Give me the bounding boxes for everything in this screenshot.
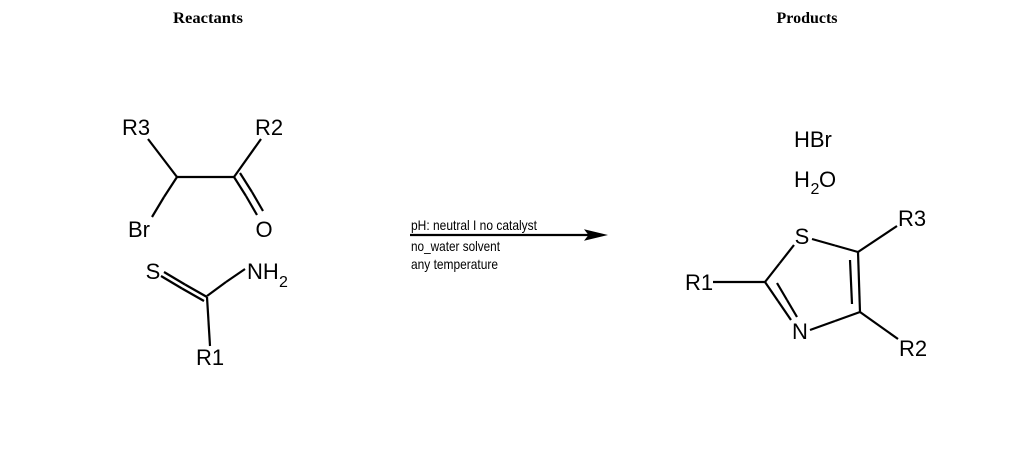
label-water-o: O — [819, 167, 836, 192]
bond-c4-c5-double-line2 — [848, 259, 854, 305]
bond-s-c5-carbon-half — [834, 244, 859, 254]
condition-solvent: no_water solvent — [411, 238, 500, 254]
bond-c-s-double-line1-carbon-half — [184, 283, 208, 298]
product-thiazole: S N R1 R3 R2 — [685, 206, 927, 361]
bond-c2-n-double-line2-nitrogen-half — [786, 299, 798, 318]
label-r2: R2 — [255, 115, 283, 140]
label-r1: R1 — [196, 345, 224, 370]
bond-carbon-br-bromine-half — [151, 196, 165, 218]
bond-c-s-double-line2-sulfur-half — [160, 275, 183, 290]
product-byproducts: HBr H 2 O — [794, 127, 836, 198]
bond-c-o-double-line1-oxygen-half — [245, 195, 258, 216]
label-oxygen: O — [255, 217, 272, 242]
bond-c4-r2 — [859, 311, 899, 340]
reaction-arrow: pH: neutral I no catalyst no_water solve… — [410, 217, 608, 272]
condition-ph: pH: neutral I no catalyst — [411, 217, 537, 233]
bond-r2-carbonyl — [233, 138, 262, 178]
bond-c-r1 — [205, 296, 212, 347]
bond-c2-n-double-line2-carbon-half — [776, 282, 788, 301]
reactant-bromoketone: R3 R2 Br O — [122, 115, 283, 242]
bond-c-s-double-line1-sulfur-half — [163, 271, 186, 286]
bond-c-o-double-line1-carbon-half — [233, 176, 247, 197]
label-ring-r3: R3 — [898, 206, 926, 231]
bond-s-c5-sulfur-half — [811, 237, 836, 247]
label-ring-nitrogen: N — [792, 319, 808, 344]
label-water-h: H — [794, 167, 810, 192]
reactants-header: Reactants — [173, 10, 243, 27]
label-nh-subscript: 2 — [279, 274, 288, 291]
reactant-thioamide: S NH 2 R1 — [146, 259, 288, 370]
bond-c-o-double-line2-oxygen-half — [251, 191, 264, 212]
bond-c2-n-double-line1-nitrogen-half — [777, 300, 792, 321]
condition-temperature: any temperature — [411, 256, 498, 272]
label-nh: NH — [247, 259, 279, 284]
label-ring-sulfur: S — [795, 224, 810, 249]
label-ring-r1: R1 — [685, 270, 713, 295]
bond-s-c2-sulfur-half — [778, 244, 795, 265]
bond-c-n-carbon-half — [206, 281, 227, 297]
bond-r3-carbon — [147, 138, 178, 178]
products-header: Products — [777, 10, 838, 27]
label-water-subscript: 2 — [811, 181, 820, 198]
label-sulfur: S — [146, 259, 161, 284]
arrow-head — [584, 229, 608, 241]
label-bromine: Br — [128, 217, 150, 242]
bond-s-c2-carbon-half — [764, 262, 781, 283]
bond-c-o-double-line2-carbon-half — [239, 172, 253, 193]
label-ring-r2: R2 — [899, 336, 927, 361]
bond-c2-n-double-line1-carbon-half — [764, 281, 779, 302]
bond-c-n-nitrogen-half — [225, 268, 246, 283]
label-hbr: HBr — [794, 127, 832, 152]
bond-c5-r3 — [857, 225, 898, 253]
bond-carbon-br-carbon-half — [163, 176, 178, 198]
bond-n-c4-carbon-half — [834, 310, 861, 323]
bond-c-s-double-line2-carbon-half — [181, 287, 205, 302]
label-r3: R3 — [122, 115, 150, 140]
bond-n-c4-nitrogen-half — [809, 319, 836, 332]
bond-c4-c5-double-line1 — [856, 251, 862, 313]
